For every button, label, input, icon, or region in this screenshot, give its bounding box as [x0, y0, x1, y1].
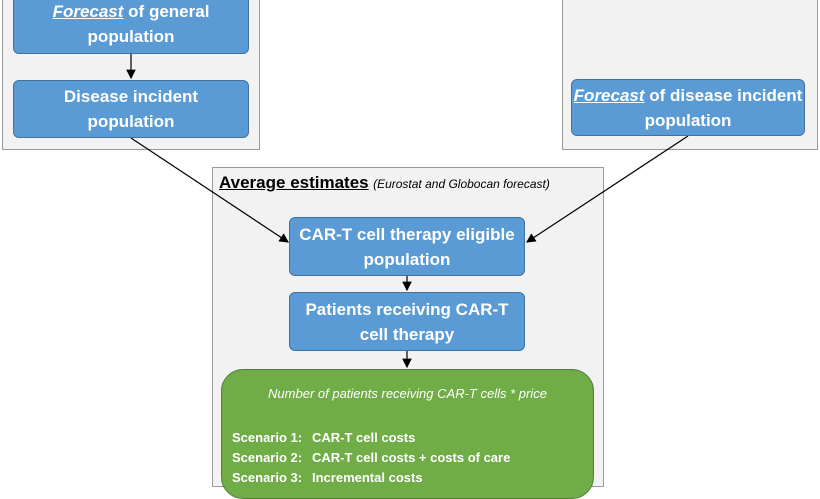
- scenario-text: CAR-T cell costs + costs of care: [312, 450, 511, 465]
- disease-incident-line1: Disease incident: [63, 87, 199, 106]
- scenario-text: Incremental costs: [312, 470, 423, 485]
- forecast-emphasis-label-right: Forecast: [573, 85, 645, 105]
- forecast-disease-incident-box: Forecast of disease incident population: [571, 79, 805, 136]
- cost-formula: Number of patients receiving CAR-T cells…: [268, 386, 547, 401]
- scenario-label: Scenario 3:: [232, 470, 303, 485]
- scenario-row: Scenario 3: Incremental costs: [232, 470, 423, 485]
- forecast-emphasis-label: Forecast: [52, 2, 124, 21]
- disease-incident-line2: population: [87, 112, 175, 131]
- receiving-line1: Patients receiving CAR-T: [305, 299, 509, 319]
- forecast-disease-line2: population: [644, 110, 732, 130]
- car-t-eligible-population-box: CAR-T cell therapy eligible population: [289, 217, 525, 276]
- scenario-label: Scenario 2:: [232, 450, 303, 465]
- connector-arrows: [126, 54, 689, 369]
- forecast-general-label: of general: [128, 2, 210, 21]
- patients-receiving-car-t-box: Patients receiving CAR-T cell therapy: [289, 292, 525, 351]
- forecast-general-line2: population: [87, 27, 175, 46]
- arrow-disease-forecast-to-eligible: [525, 135, 689, 243]
- average-estimates-note: (Eurostat and Globocan forecast): [373, 177, 550, 191]
- disease-incident-population-box: Disease incident population: [13, 80, 249, 138]
- eligible-line1: CAR-T cell therapy eligible: [299, 224, 515, 244]
- arrow-incident-to-eligible: [130, 137, 290, 243]
- eligible-line2: population: [363, 249, 451, 269]
- average-estimates-title: Average estimates: [219, 173, 369, 192]
- forecast-general-population-box: Forecast of general population: [13, 0, 249, 54]
- cost-scenarios-box: Number of patients receiving CAR-T cells…: [221, 369, 594, 499]
- receiving-line2: cell therapy: [359, 324, 455, 344]
- scenario-row: Scenario 1: CAR-T cell costs: [232, 430, 415, 445]
- scenario-text: CAR-T cell costs: [312, 430, 416, 445]
- scenario-label: Scenario 1:: [232, 430, 303, 445]
- panel-heading: Average estimates (Eurostat and Globocan…: [219, 173, 550, 193]
- forecast-disease-label: of disease incident: [649, 85, 803, 105]
- scenario-row: Scenario 2: CAR-T cell costs + costs of c…: [232, 450, 510, 465]
